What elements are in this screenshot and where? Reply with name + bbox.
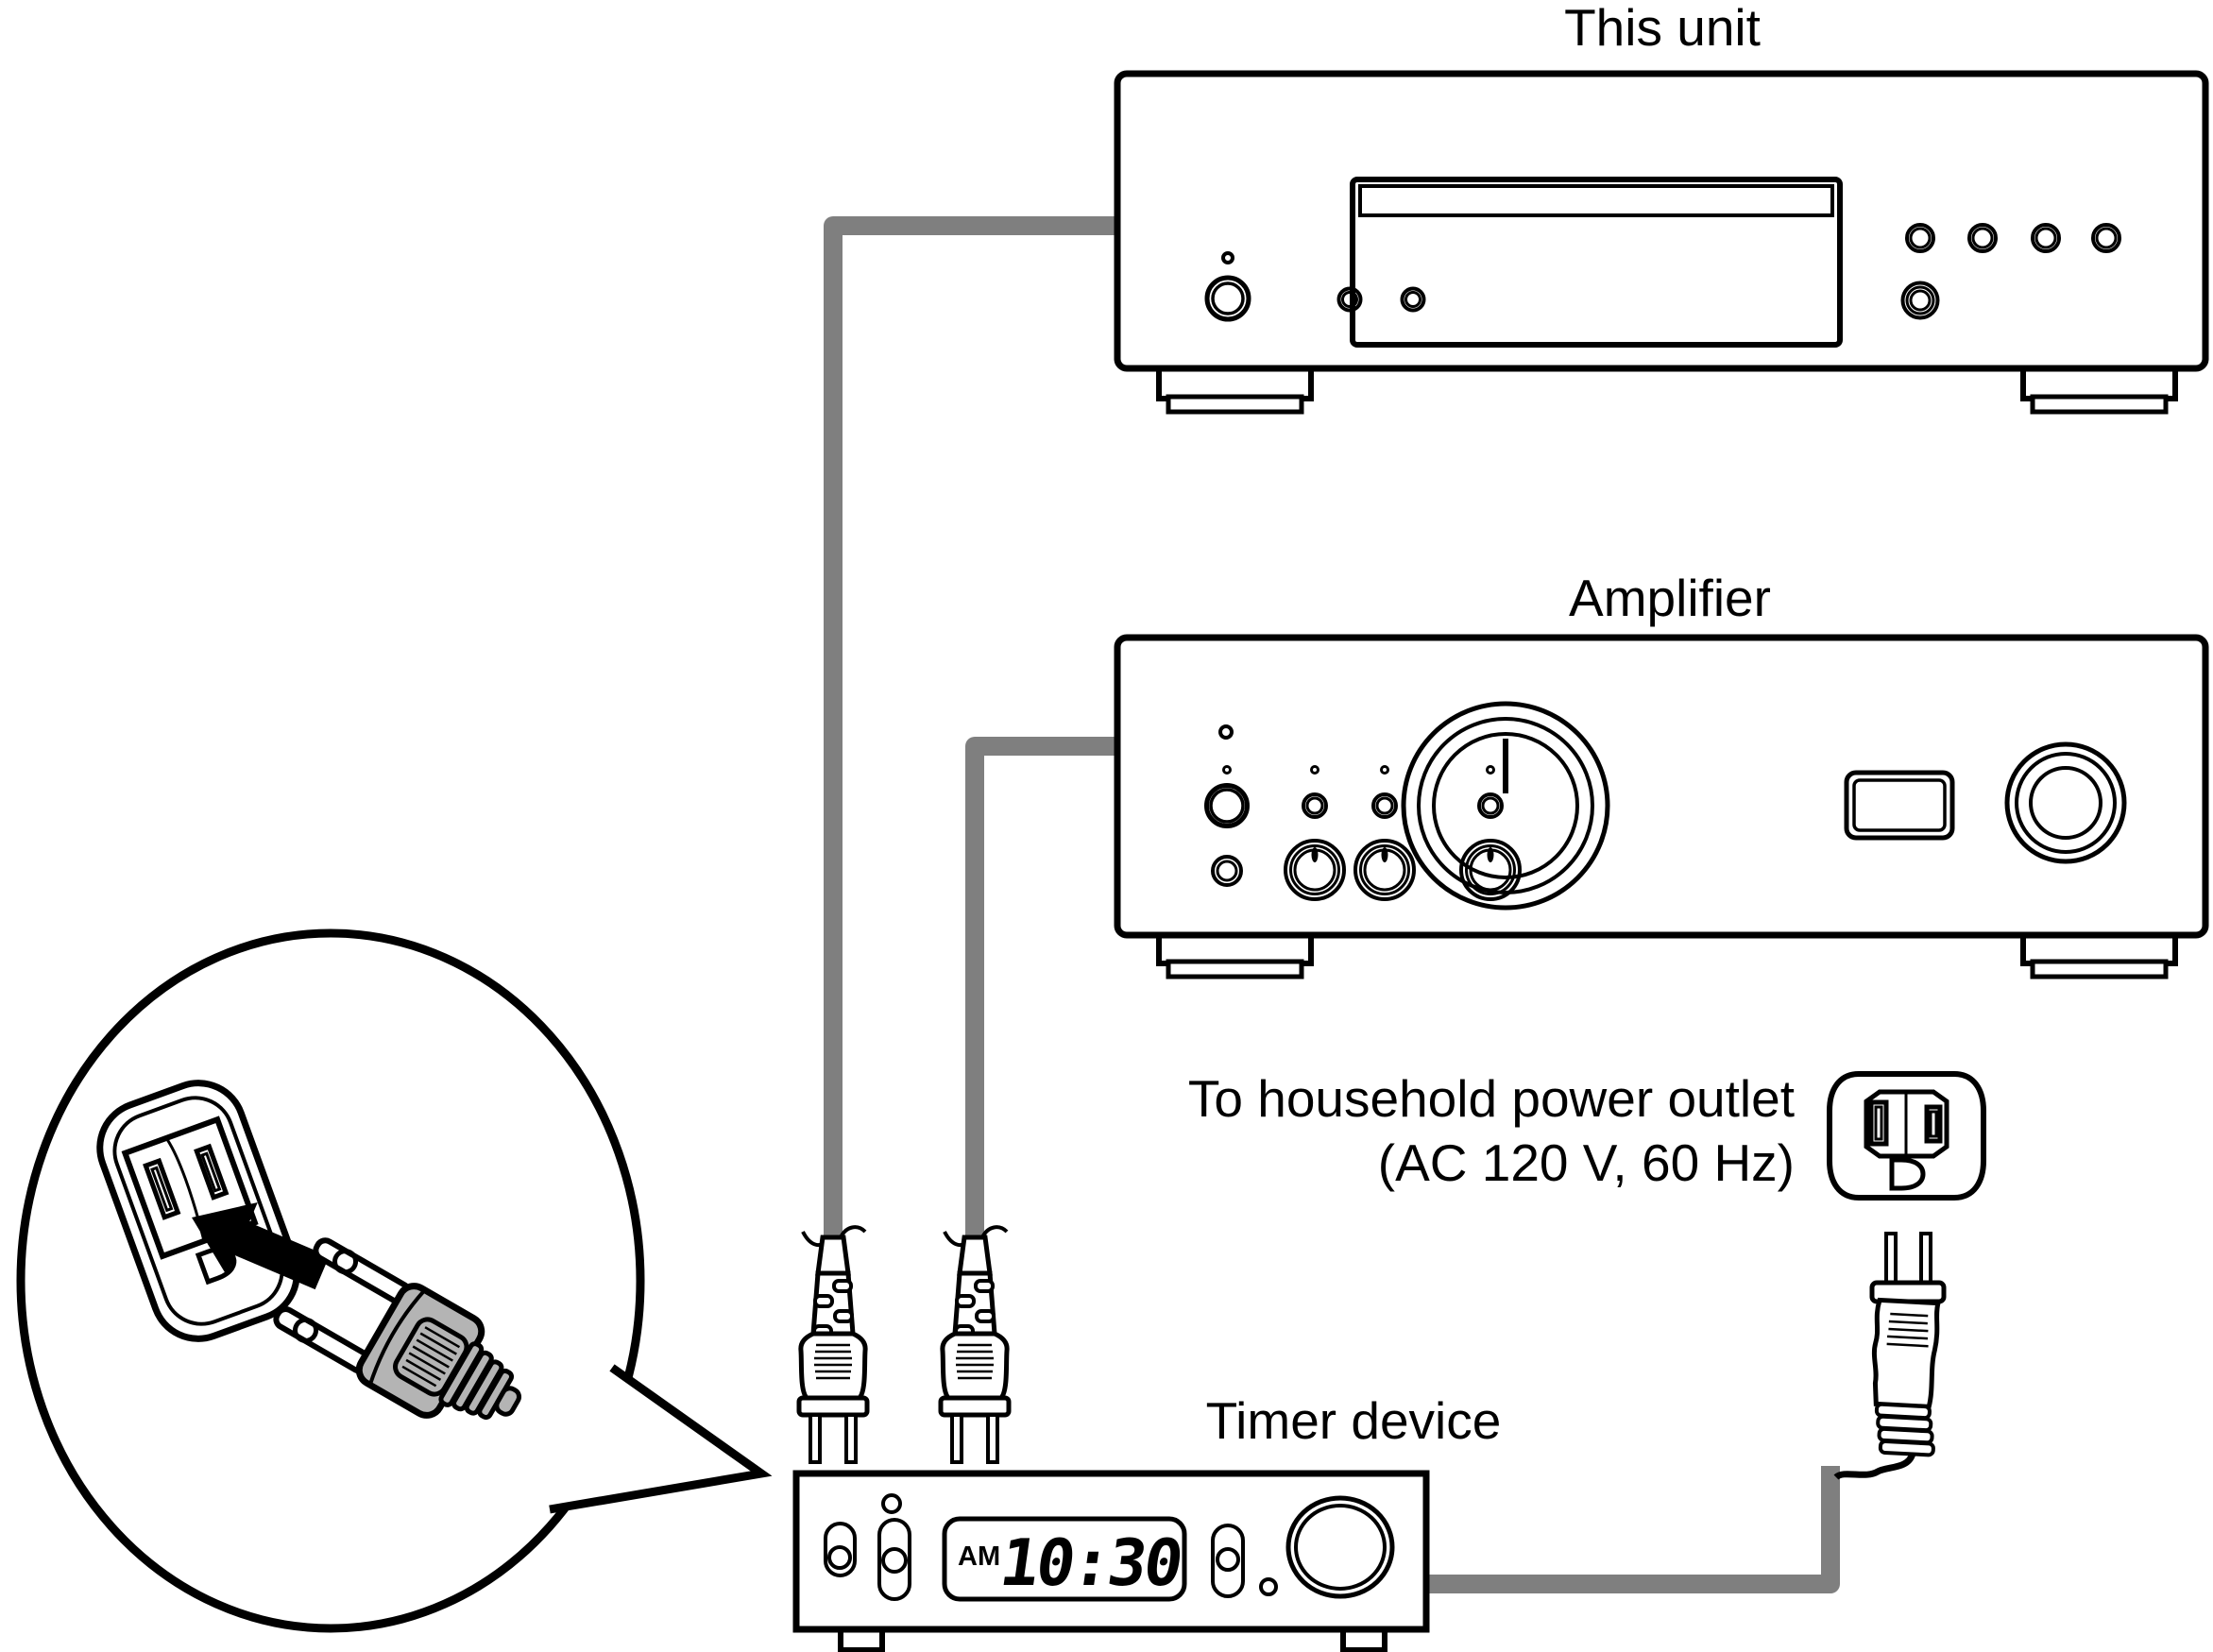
tone-knob bbox=[1284, 839, 1346, 901]
callout-outlet-plate bbox=[96, 1080, 300, 1342]
front-buttons bbox=[1336, 223, 2121, 320]
outlet-label-line1: To household power outlet bbox=[1188, 1069, 1795, 1128]
tone-controls bbox=[1284, 765, 1522, 901]
plug-cord bbox=[1833, 1452, 1916, 1480]
indicator-dot bbox=[1222, 765, 1232, 775]
power-button bbox=[1204, 783, 1250, 828]
volume-knob bbox=[1401, 701, 1610, 911]
disc-tray-slot bbox=[1358, 184, 1834, 217]
device-foot bbox=[2020, 366, 2178, 401]
callout-tail bbox=[549, 1364, 773, 1514]
disc-tray bbox=[1350, 177, 1843, 348]
timer-device: AM 10:30 bbox=[792, 1470, 1430, 1652]
small-button bbox=[1477, 792, 1504, 819]
input-selector-knob bbox=[2004, 741, 2127, 864]
device-foot-pad bbox=[2030, 394, 2169, 415]
timer-lcd: AM 10:30 bbox=[942, 1516, 1187, 1602]
power-button bbox=[1204, 275, 1251, 322]
insert-arrow-icon bbox=[192, 1202, 330, 1290]
device-foot-pad bbox=[2030, 959, 2169, 979]
small-button bbox=[1336, 286, 1363, 313]
indicator-dot bbox=[881, 1493, 902, 1514]
cable-timer-to-outlet bbox=[1424, 1466, 1840, 1593]
timer-device-label: Timer device bbox=[1206, 1391, 1502, 1450]
small-button bbox=[1302, 792, 1328, 819]
outlet-plug bbox=[1833, 1232, 1947, 1480]
plug-body bbox=[1871, 1297, 1942, 1409]
plug-prong bbox=[1919, 1232, 1932, 1286]
stop-button bbox=[1900, 281, 1940, 320]
lcd-frame bbox=[942, 1516, 1187, 1602]
this-unit-device bbox=[1114, 70, 2209, 415]
indicator-dot bbox=[1486, 765, 1495, 775]
device-foot bbox=[1156, 366, 1314, 401]
timer-knob bbox=[1285, 1495, 1395, 1599]
this-unit-label: This unit bbox=[1564, 0, 1761, 57]
indicator-dot bbox=[1380, 765, 1389, 775]
cable-this-unit bbox=[824, 216, 1138, 1242]
outlet-label-line2: (AC 120 V, 60 Hz) bbox=[1378, 1133, 1795, 1192]
power-outlet-icon bbox=[1827, 1071, 1986, 1201]
transport-button bbox=[2031, 223, 2061, 253]
outlet-ground-hole bbox=[1889, 1157, 1926, 1191]
lcd-meridiem: AM bbox=[958, 1541, 1000, 1572]
callout-circle bbox=[16, 928, 645, 1633]
zoom-callout-bubble bbox=[16, 928, 773, 1633]
timer-slider bbox=[824, 1522, 857, 1577]
transport-button bbox=[2091, 223, 2121, 253]
timer-slider bbox=[1211, 1524, 1245, 1598]
indicator-dot bbox=[1310, 765, 1319, 775]
power-cables bbox=[824, 216, 1840, 1593]
transport-button bbox=[1967, 223, 1998, 253]
small-button bbox=[1371, 792, 1398, 819]
small-button bbox=[1400, 286, 1426, 313]
cable-amplifier bbox=[965, 737, 1138, 1242]
plug-cord-exit bbox=[494, 1386, 522, 1417]
amplifier-plug bbox=[941, 1227, 1009, 1462]
amplifier-device bbox=[1114, 634, 2209, 979]
device-foot-pad bbox=[1166, 959, 1304, 979]
amplifier-label: Amplifier bbox=[1569, 569, 1771, 627]
tone-knob bbox=[1353, 839, 1416, 901]
lcd-time: 10:30 bbox=[996, 1526, 1185, 1601]
amplifier-chassis bbox=[1114, 634, 2209, 939]
indicator-dot bbox=[1259, 1577, 1278, 1596]
headphone-jack bbox=[1211, 855, 1243, 887]
transport-button bbox=[1905, 223, 1935, 253]
plug-prong bbox=[1884, 1232, 1898, 1286]
display-window bbox=[1844, 770, 1955, 841]
callout-plug bbox=[273, 1237, 522, 1421]
power-led bbox=[1221, 251, 1234, 264]
this-unit-plug bbox=[799, 1227, 867, 1462]
outlet-slot bbox=[1868, 1099, 1889, 1147]
device-foot-pad bbox=[1166, 394, 1304, 415]
tone-knob bbox=[1459, 839, 1522, 901]
power-led bbox=[1218, 724, 1234, 740]
timer-slider bbox=[877, 1518, 911, 1601]
